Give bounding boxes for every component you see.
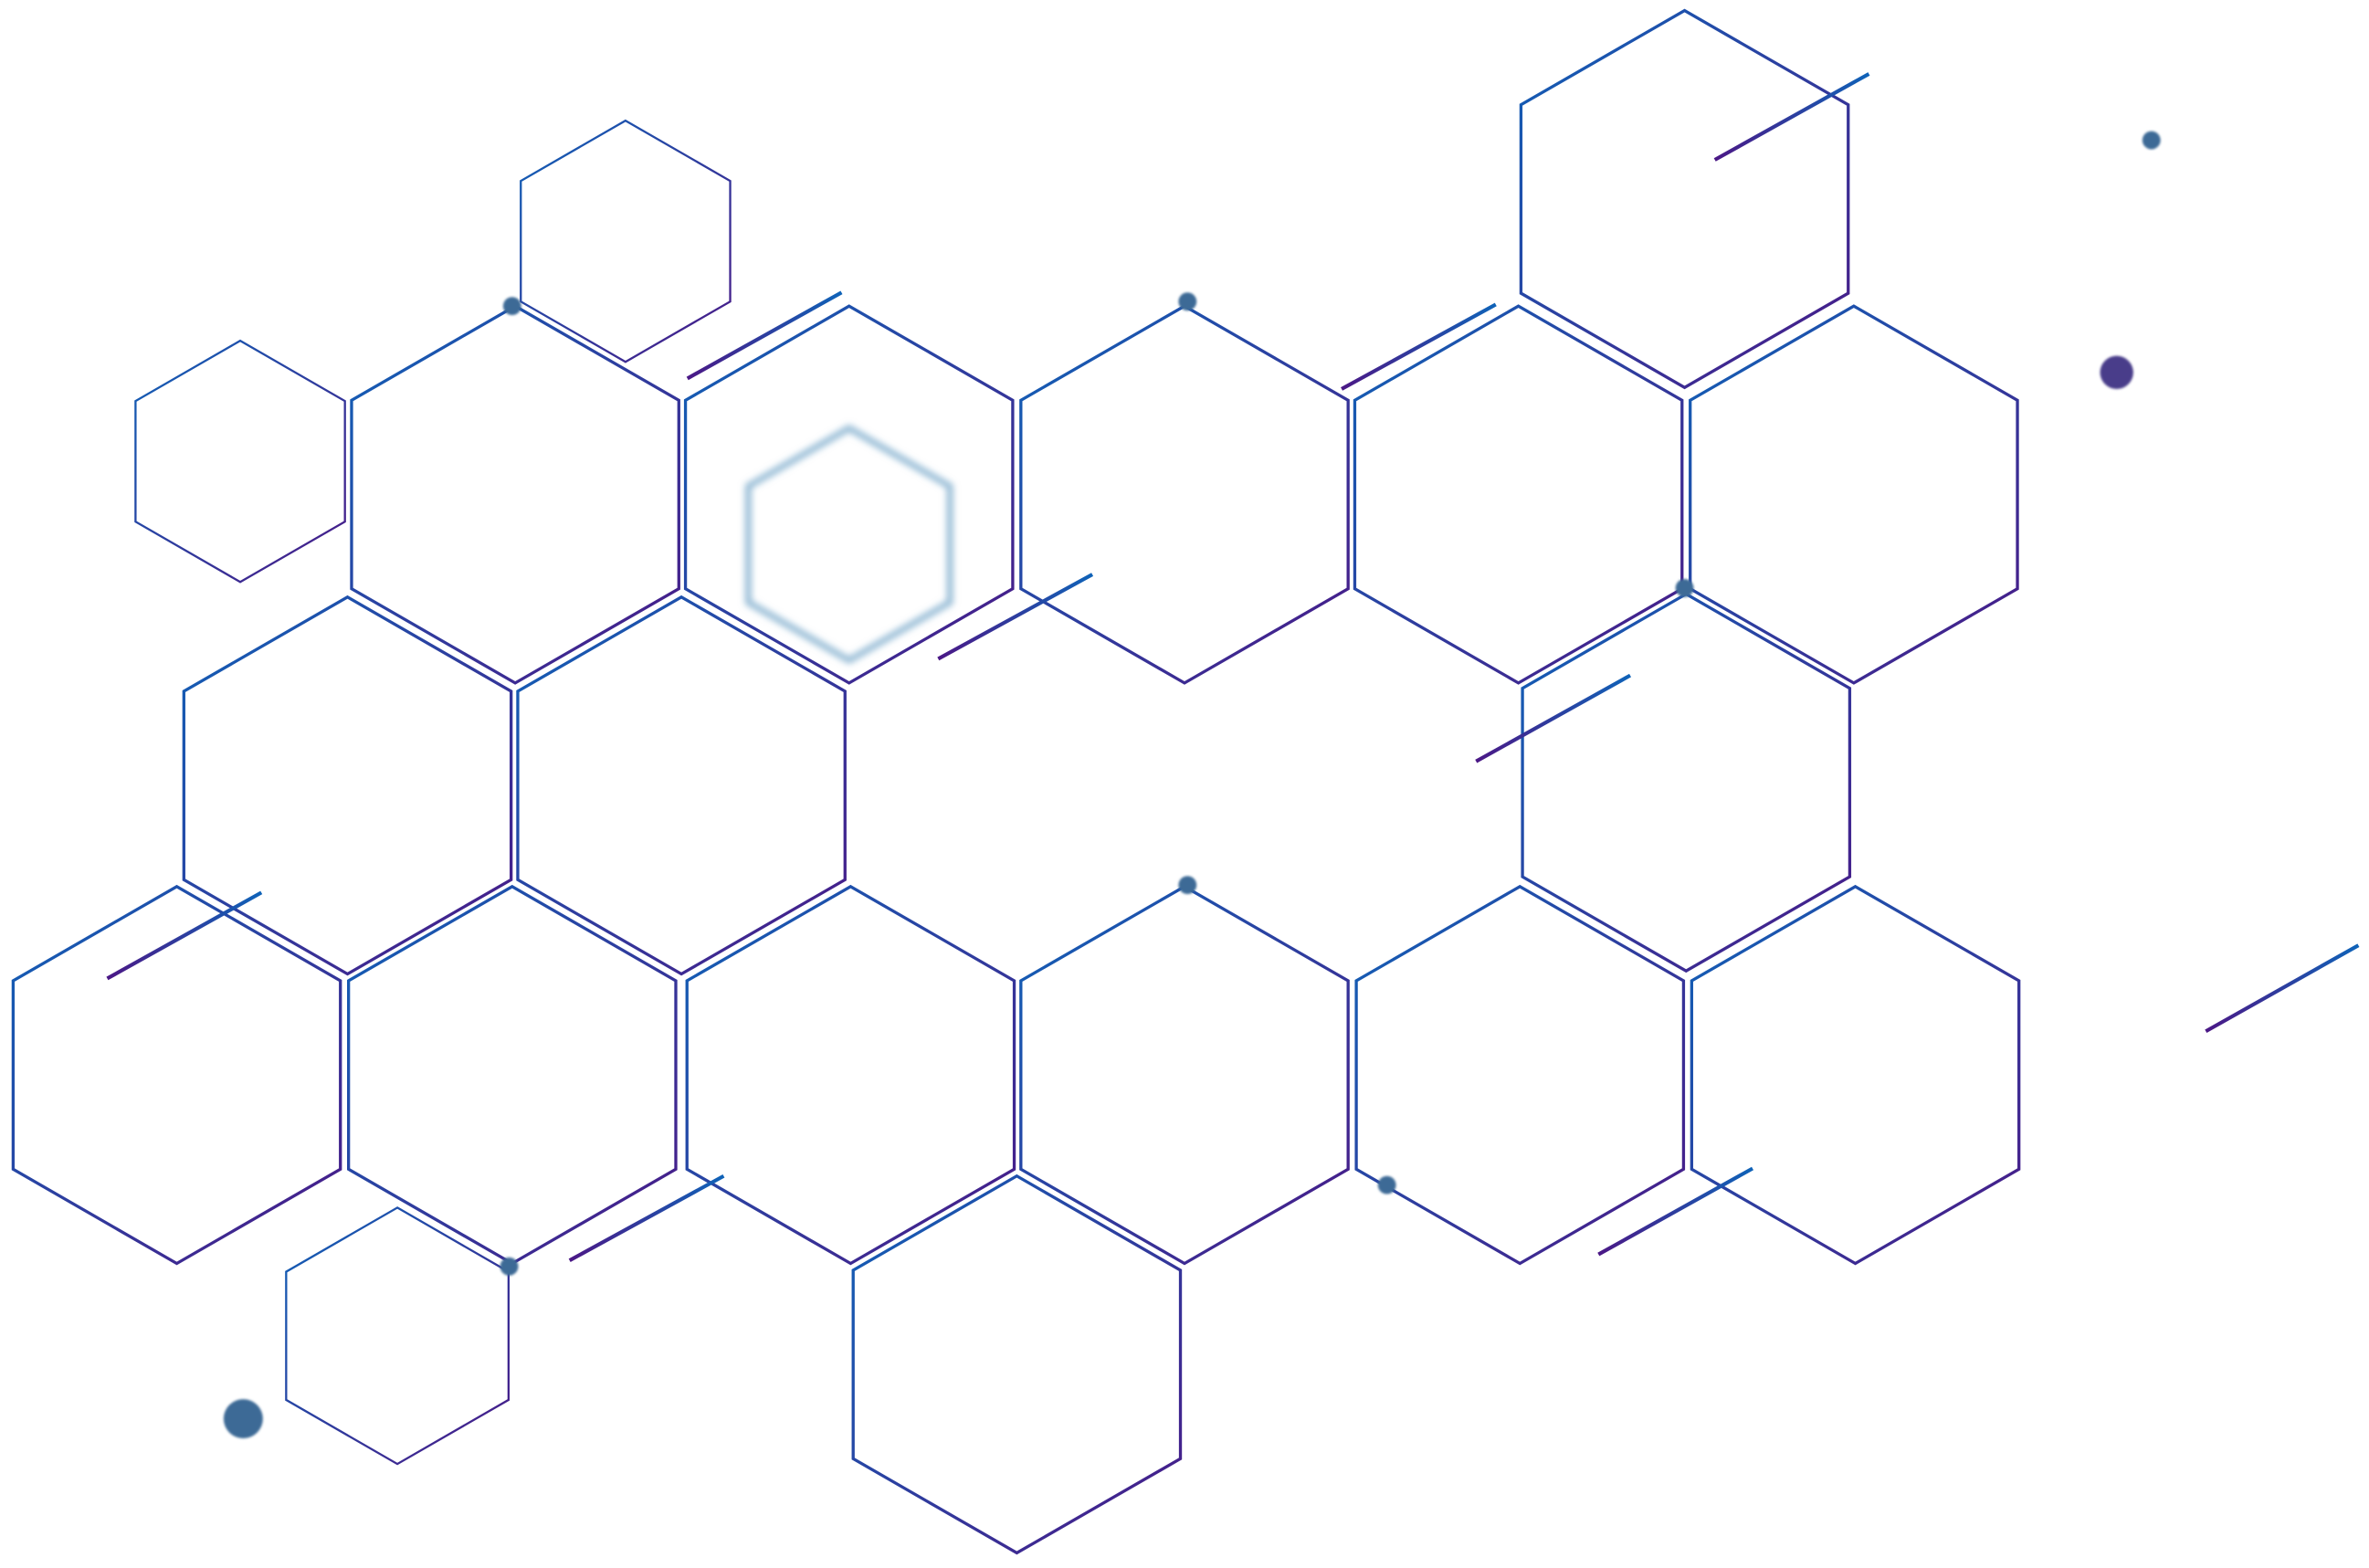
diagonal-line <box>686 290 843 381</box>
diagonal-line <box>937 573 1094 661</box>
diagonal-line <box>1713 72 1870 162</box>
hexagon-outline <box>1354 884 1686 1266</box>
dot <box>500 1257 519 1276</box>
hexagon-outline <box>1519 8 1850 390</box>
dot <box>1178 876 1197 895</box>
hexagon-outline <box>685 884 1016 1266</box>
dot <box>502 297 521 316</box>
line-group <box>106 72 2360 1263</box>
dot <box>1675 578 1694 597</box>
dot <box>1178 292 1197 311</box>
hexagon-outline <box>1690 884 2021 1266</box>
dot <box>223 1399 263 1439</box>
hexagon-outline <box>182 595 513 976</box>
dot <box>2100 355 2133 389</box>
hexagon-group <box>11 8 2021 1555</box>
diagonal-line <box>106 890 263 981</box>
dot <box>1377 1175 1396 1194</box>
diagonal-line <box>1475 673 1632 763</box>
hexagon-outline <box>1019 304 1350 685</box>
hexagon-outline <box>134 339 346 584</box>
hexagon-outline <box>851 1173 1183 1555</box>
hexagon-outline <box>1353 304 1684 685</box>
hexagon-outline <box>11 884 342 1266</box>
hexagon-outline <box>285 1206 511 1466</box>
diagonal-line <box>1341 302 1497 391</box>
diagonal-line <box>1597 1166 1754 1257</box>
dot <box>2142 131 2161 150</box>
hexagon-outline <box>1019 884 1350 1266</box>
hexagon-outline <box>683 304 1015 685</box>
diagonal-line <box>2205 943 2360 1034</box>
hexagon-outline <box>350 304 680 685</box>
hexagon-outline <box>1689 304 2019 685</box>
diagonal-line <box>568 1173 725 1263</box>
hexagon-outline <box>520 119 732 363</box>
hexagon-outline <box>516 595 847 976</box>
hexagon-outline <box>1521 592 1852 973</box>
blurred-hexagon <box>745 425 953 664</box>
dot-group <box>223 131 2161 1439</box>
